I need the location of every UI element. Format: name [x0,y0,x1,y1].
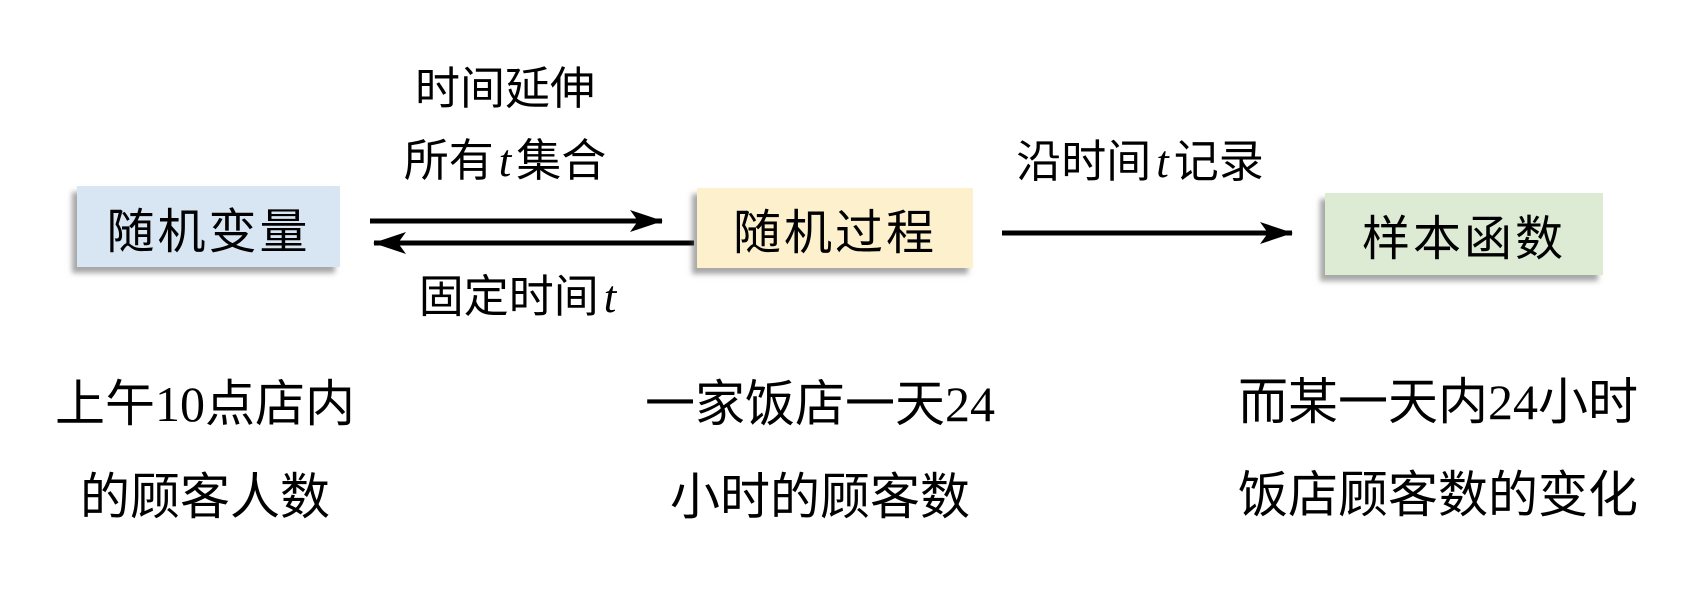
example-random-process: 一家饭店一天24 小时的顾客数 [620,378,1020,523]
node-sample-function-label: 样本函数 [1361,213,1566,266]
example-random-variable-line2: 的顾客人数 [80,469,330,525]
label-record-along-t-pre: 沿时间 [1016,137,1152,187]
example-random-process-line1: 一家饭店一天24 [645,376,995,432]
label-record-along-t-post: 记录 [1173,137,1264,187]
example-sample-function-line2: 饭店顾客数的变化 [1238,467,1638,523]
label-time-extension: 时间延伸 [340,64,670,114]
example-random-variable-line1: 上午10点店内 [55,376,355,432]
example-random-process-line2: 小时的顾客数 [670,469,970,525]
math-var-t: t [498,136,512,186]
node-random-variable: 随机变量 [77,186,340,267]
label-all-t-set-pre: 所有 [403,136,494,186]
math-var-t: t [1156,137,1169,187]
math-var-t: t [603,272,617,322]
node-random-process: 随机过程 [697,188,973,268]
example-sample-function-line1: 而某一天内24小时 [1238,374,1638,430]
node-random-process-label: 随机过程 [732,207,937,260]
example-sample-function: 而某一天内24小时 饭店顾客数的变化 [1218,376,1658,521]
example-random-variable: 上午10点店内 的顾客人数 [10,378,400,523]
label-time-extension-text: 时间延伸 [414,64,595,114]
label-fixed-time-pre: 固定时间 [418,272,599,322]
label-all-t-set-post: 集合 [516,136,607,186]
node-sample-function: 样本函数 [1325,193,1603,275]
node-random-variable-label: 随机变量 [106,205,311,259]
